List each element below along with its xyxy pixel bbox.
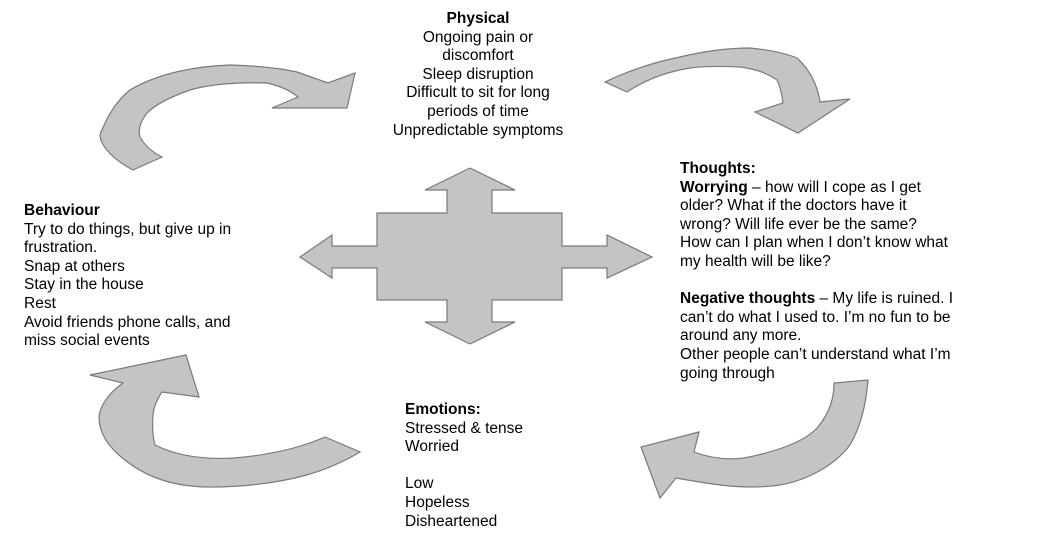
thoughts-line: How can I plan when I don’t know what [680, 234, 948, 252]
physical-line: Ongoing pain or [422, 28, 534, 46]
behaviour-line: Stay in the house [24, 276, 144, 294]
thoughts-line: my health will be like? [680, 252, 831, 270]
physical-line: Sleep disruption [422, 65, 534, 83]
emotions-line: Low [405, 475, 434, 493]
emotions-title: Emotions: [405, 401, 481, 418]
behaviour-line: frustration. [24, 239, 98, 257]
physical-line: discomfort [442, 47, 514, 65]
curved-arrow-behaviour-to-physical [99, 64, 356, 171]
physical-line: Difficult to sit for long [406, 84, 550, 102]
physical-section: Physical Ongoing pain or discomfort Slee… [338, 10, 618, 140]
curved-arrow-thoughts-to-emotions [640, 379, 869, 500]
physical-line: Unpredictable symptoms [392, 121, 564, 139]
behaviour-title: Behaviour [24, 202, 100, 219]
behaviour-line: Rest [24, 294, 56, 312]
thoughts-line: Other people can’t understand what I’m [680, 345, 951, 363]
thoughts-line: wrong? Will life ever be the same? [680, 215, 917, 233]
thoughts-negative-line: Negative thoughts – My life is ruined. I [680, 290, 954, 308]
physical-line: periods of time [427, 102, 529, 120]
physical-title: Physical [446, 10, 510, 27]
thoughts-worrying-line: Worrying – how will I cope as I get [680, 178, 921, 196]
emotions-section: Emotions: Stressed & tense Worried Low H… [405, 401, 523, 531]
thoughts-title: Thoughts: [680, 160, 756, 177]
behaviour-line: Try to do things, but give up in [24, 220, 232, 238]
behaviour-line: Avoid friends phone calls, and [24, 313, 231, 331]
emotions-line: Hopeless [405, 493, 470, 511]
curved-arrow-emotions-to-behaviour [89, 354, 362, 488]
thoughts-line: older? What if the doctors have it [680, 197, 907, 215]
four-way-arrow-center [298, 167, 654, 345]
thoughts-line: around any more. [680, 327, 802, 345]
behaviour-line: miss social events [24, 332, 150, 350]
emotions-line: Disheartened [405, 512, 498, 530]
emotions-line: Worried [405, 438, 459, 456]
thoughts-section: Thoughts: Worrying – how will I cope as … [680, 160, 953, 383]
thoughts-line: going through [680, 364, 775, 382]
emotions-line: Stressed & tense [405, 419, 524, 437]
behaviour-line: Snap at others [24, 257, 125, 275]
thoughts-line: can’t do what I used to. I’m no fun to b… [680, 308, 951, 326]
behaviour-section: Behaviour Try to do things, but give up … [24, 202, 231, 351]
curved-arrow-physical-to-thoughts [603, 47, 851, 134]
